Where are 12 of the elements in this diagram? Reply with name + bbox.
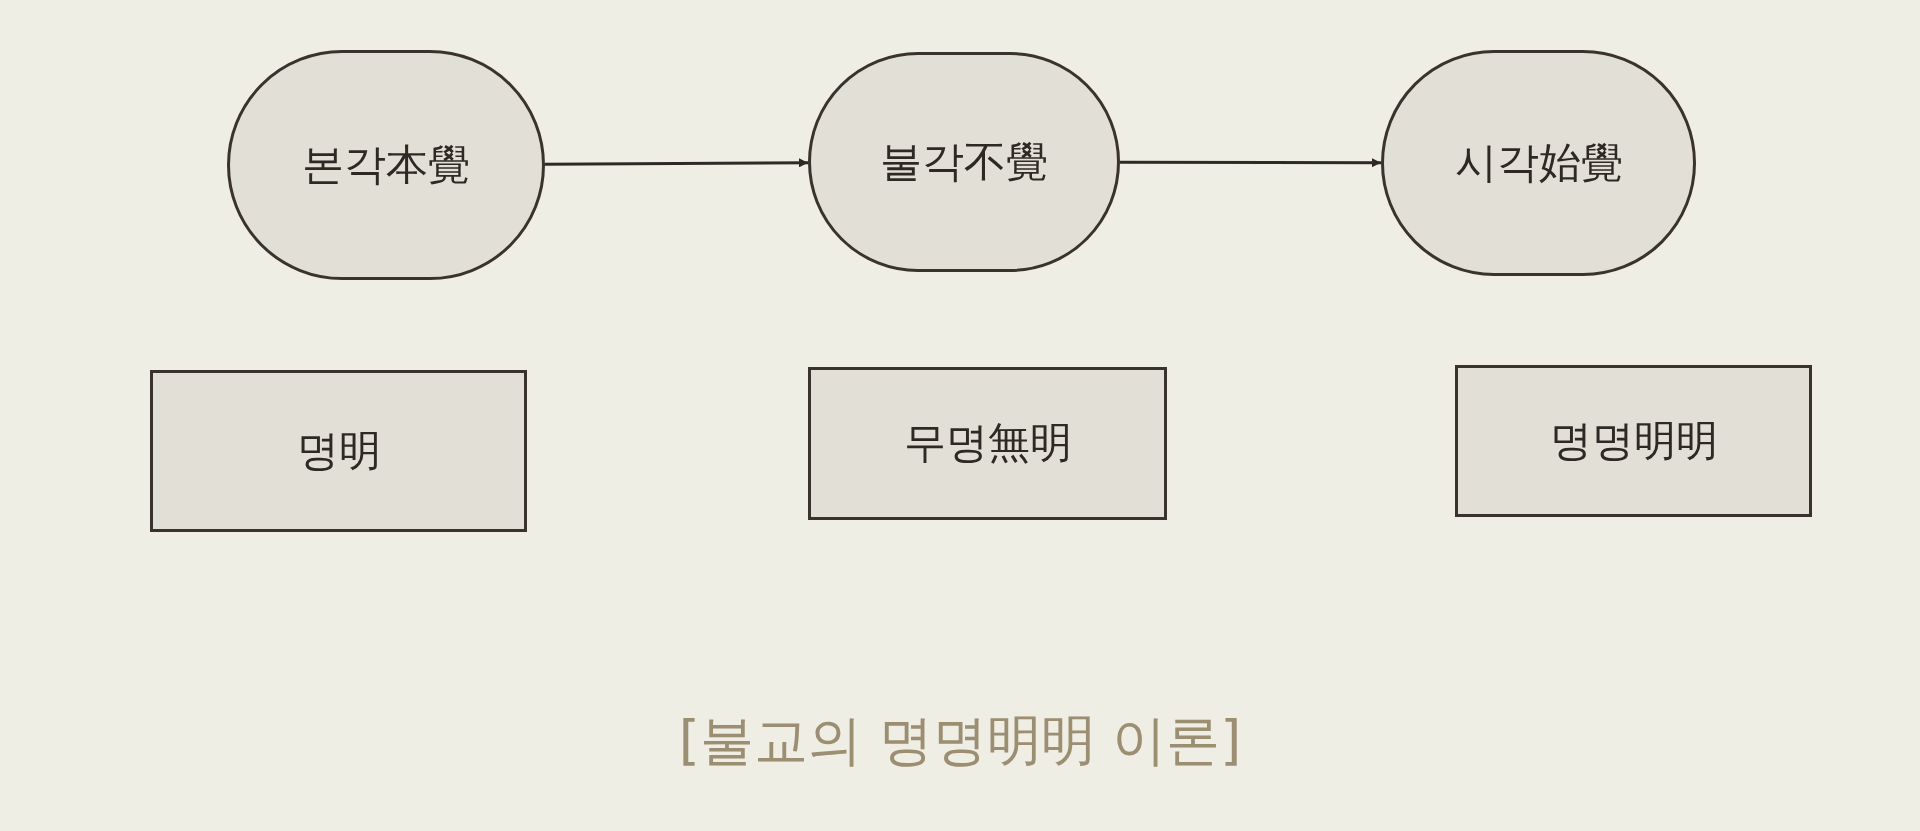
concept-label: 명明 [296, 424, 381, 477]
concept-box [808, 367, 1167, 520]
arrow [1120, 158, 1381, 168]
arrow [545, 158, 808, 168]
concept-label: 명명明明 [1549, 414, 1718, 467]
concept-label: 불각不覺 [880, 135, 1048, 188]
caption: [불교의 명명明明 이론] [677, 708, 1243, 774]
concept-box [1455, 365, 1812, 517]
concept-label: 무명無明 [903, 417, 1072, 470]
concept-label: 본각本覺 [302, 138, 470, 191]
concept-box [150, 370, 527, 532]
concept-label: 시각始覺 [1454, 136, 1623, 189]
